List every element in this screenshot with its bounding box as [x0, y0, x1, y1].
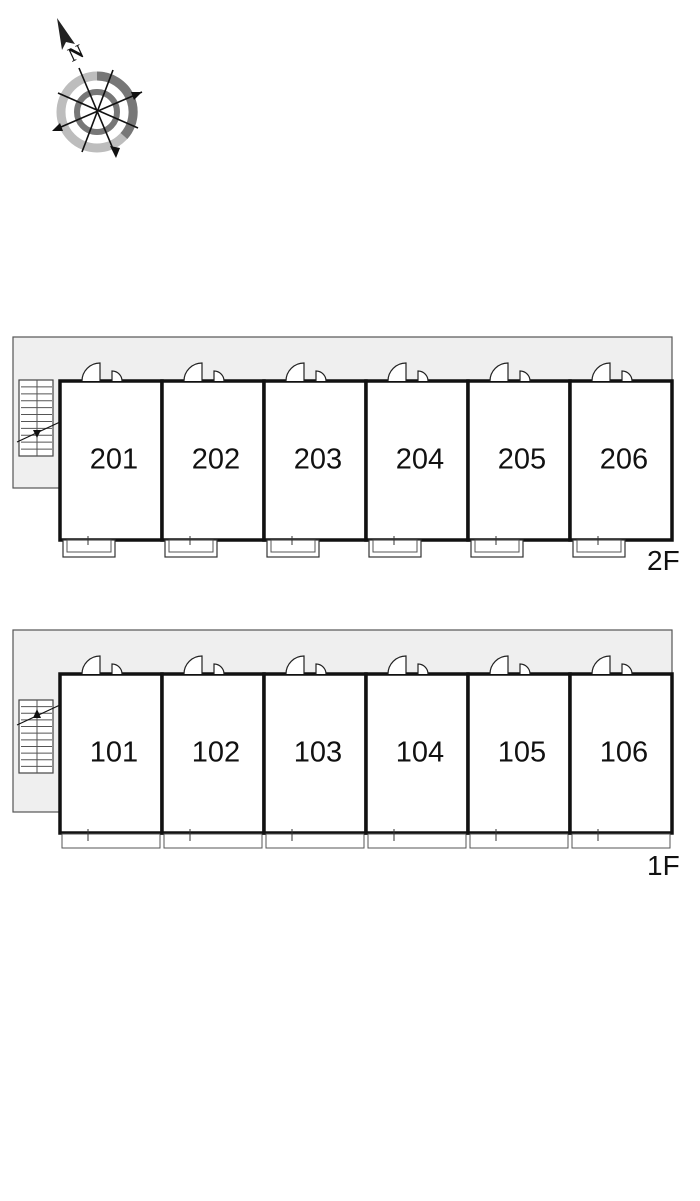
balcony [62, 539, 116, 558]
north-arrow-icon [57, 18, 75, 50]
arrow-up-icon [33, 709, 41, 718]
door-icon [489, 362, 509, 382]
unit-204[interactable]: 204 [364, 362, 470, 558]
door-small-icon [213, 663, 225, 675]
door-small-icon [111, 663, 123, 675]
unit-202[interactable]: 202 [160, 362, 266, 558]
arrow-down-icon [33, 430, 41, 438]
door-small-icon [417, 663, 429, 675]
balcony [470, 539, 524, 558]
unit-101[interactable]: 101 [58, 655, 164, 849]
unit-103[interactable]: 103 [262, 655, 368, 849]
unit-206[interactable]: 206 [568, 362, 674, 558]
unit-number: 103 [294, 737, 342, 769]
door-small-icon [417, 370, 429, 382]
balcony [164, 539, 218, 558]
door-icon [81, 655, 101, 675]
floor-label: 2F [647, 545, 680, 576]
north-label: N [65, 40, 88, 66]
balcony [163, 833, 263, 849]
door-small-icon [111, 370, 123, 382]
unit-203[interactable]: 203 [262, 362, 368, 558]
door-small-icon [519, 663, 531, 675]
door-icon [183, 655, 203, 675]
unit-number: 206 [600, 444, 648, 476]
door-icon [591, 655, 611, 675]
balcony [571, 833, 671, 849]
balcony [367, 833, 467, 849]
door-icon [387, 655, 407, 675]
unit-104[interactable]: 104 [364, 655, 470, 849]
door-icon [81, 362, 101, 382]
door-icon [285, 655, 305, 675]
floor-2f: 201 202 203 204 205 206 2F [12, 336, 680, 576]
door-icon [285, 362, 305, 382]
unit-number: 102 [192, 737, 240, 769]
unit-105[interactable]: 105 [466, 655, 572, 849]
door-small-icon [315, 370, 327, 382]
compass-inner-ring [74, 89, 120, 135]
staircase [16, 379, 61, 457]
compass-arrows [53, 67, 143, 157]
door-small-icon [621, 663, 633, 675]
unit-102[interactable]: 102 [160, 655, 266, 849]
unit-106[interactable]: 106 [568, 655, 674, 849]
unit-number: 205 [498, 444, 546, 476]
unit-number: 106 [600, 737, 648, 769]
floor-label: 1F [647, 850, 680, 881]
unit-number: 104 [396, 737, 444, 769]
door-icon [183, 362, 203, 382]
unit-number: 204 [396, 444, 444, 476]
compass: N [52, 18, 143, 158]
unit-number: 201 [90, 444, 138, 476]
unit-201[interactable]: 201 [58, 362, 164, 558]
staircase [16, 699, 61, 774]
door-small-icon [315, 663, 327, 675]
door-icon [489, 655, 509, 675]
balcony [265, 833, 365, 849]
unit-205[interactable]: 205 [466, 362, 572, 558]
unit-number: 202 [192, 444, 240, 476]
floor-1f: 101 102 103 104 105 106 1F [12, 629, 680, 881]
door-icon [387, 362, 407, 382]
balcony [266, 539, 320, 558]
door-small-icon [213, 370, 225, 382]
door-small-icon [519, 370, 531, 382]
door-small-icon [621, 370, 633, 382]
balcony [368, 539, 422, 558]
balcony [469, 833, 569, 849]
balcony [572, 539, 626, 558]
unit-number: 101 [90, 737, 138, 769]
unit-number: 203 [294, 444, 342, 476]
door-icon [591, 362, 611, 382]
unit-number: 105 [498, 737, 546, 769]
balcony [61, 833, 161, 849]
